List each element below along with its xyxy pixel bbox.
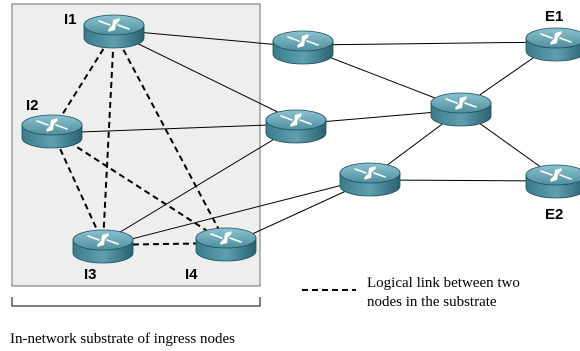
router-icon-e1 bbox=[525, 27, 580, 62]
router-icon-core-4 bbox=[339, 162, 401, 197]
node-label-i2: I2 bbox=[26, 97, 39, 114]
router-icon-i4 bbox=[195, 227, 257, 262]
router-icon-e2 bbox=[525, 164, 580, 199]
router-icon-core-1 bbox=[272, 30, 334, 65]
link-i3-r2 bbox=[101, 125, 297, 244]
link-i1-r2 bbox=[113, 31, 297, 122]
link-r4-e2 bbox=[369, 179, 557, 182]
legend-line-2: nodes in the substrate bbox=[367, 294, 497, 310]
node-label-e2: E2 bbox=[545, 206, 563, 223]
substrate-bracket bbox=[11, 297, 261, 307]
logical-link-i1-i3 bbox=[102, 31, 115, 244]
router-icon-core-2 bbox=[265, 109, 327, 144]
legend-line-1: Logical link between two bbox=[367, 275, 520, 291]
router-icon-core-3 bbox=[430, 92, 492, 127]
link-i3-r4 bbox=[103, 177, 371, 247]
logical-link-i2-i4 bbox=[51, 130, 227, 244]
node-label-i4: I4 bbox=[185, 266, 198, 283]
router-icon-i2 bbox=[21, 114, 83, 149]
node-label-i3: I3 bbox=[84, 266, 97, 283]
node-label-e1: E1 bbox=[545, 8, 563, 25]
link-i2-r2 bbox=[51, 123, 297, 134]
logical-link-i2-i3 bbox=[51, 130, 104, 244]
link-r1-e1 bbox=[302, 41, 557, 46]
router-icon-i1 bbox=[83, 14, 145, 49]
substrate-caption: In-network substrate of ingress nodes bbox=[10, 331, 235, 347]
router-icon-i3 bbox=[72, 229, 134, 264]
node-label-i1: I1 bbox=[64, 11, 77, 28]
link-i1-r1 bbox=[113, 29, 304, 48]
